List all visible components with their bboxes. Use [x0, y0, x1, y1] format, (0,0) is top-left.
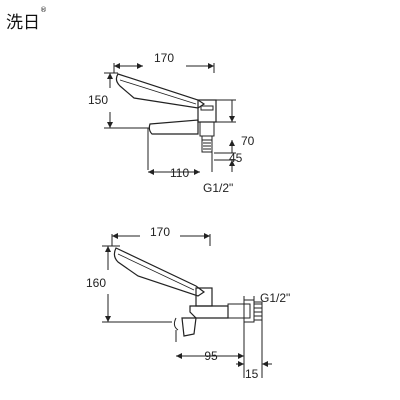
brand-name: 洗日	[6, 13, 40, 33]
bottom-height-label: 160	[86, 276, 106, 290]
bottom-thread-label: G1/2"	[260, 291, 290, 305]
registered-mark: ®	[40, 6, 47, 14]
top-right-lower-label: 45	[229, 151, 243, 165]
top-right-upper-label: 70	[241, 134, 255, 148]
top-tap-drawing	[104, 63, 236, 175]
top-bottom-label: 110	[170, 166, 189, 180]
top-thread	[203, 139, 211, 150]
bottom-width-label: 170	[150, 225, 170, 239]
top-thread-label: G1/2"	[203, 181, 233, 195]
bottom-15-label: 15	[245, 367, 259, 381]
top-lever-handle	[115, 73, 206, 109]
brand-logo: 洗日®	[6, 6, 47, 33]
top-valve-body	[197, 99, 217, 123]
bottom-lever-handle	[113, 247, 206, 297]
bottom-95-label: 95	[204, 349, 218, 363]
top-spout	[148, 119, 199, 135]
top-height-label: 150	[88, 93, 108, 107]
bottom-valve-body	[195, 287, 213, 307]
bottom-spout	[181, 317, 197, 337]
top-width-label: 170	[154, 51, 174, 65]
bottom-tap-drawing	[102, 233, 272, 378]
bottom-thread	[254, 303, 262, 317]
